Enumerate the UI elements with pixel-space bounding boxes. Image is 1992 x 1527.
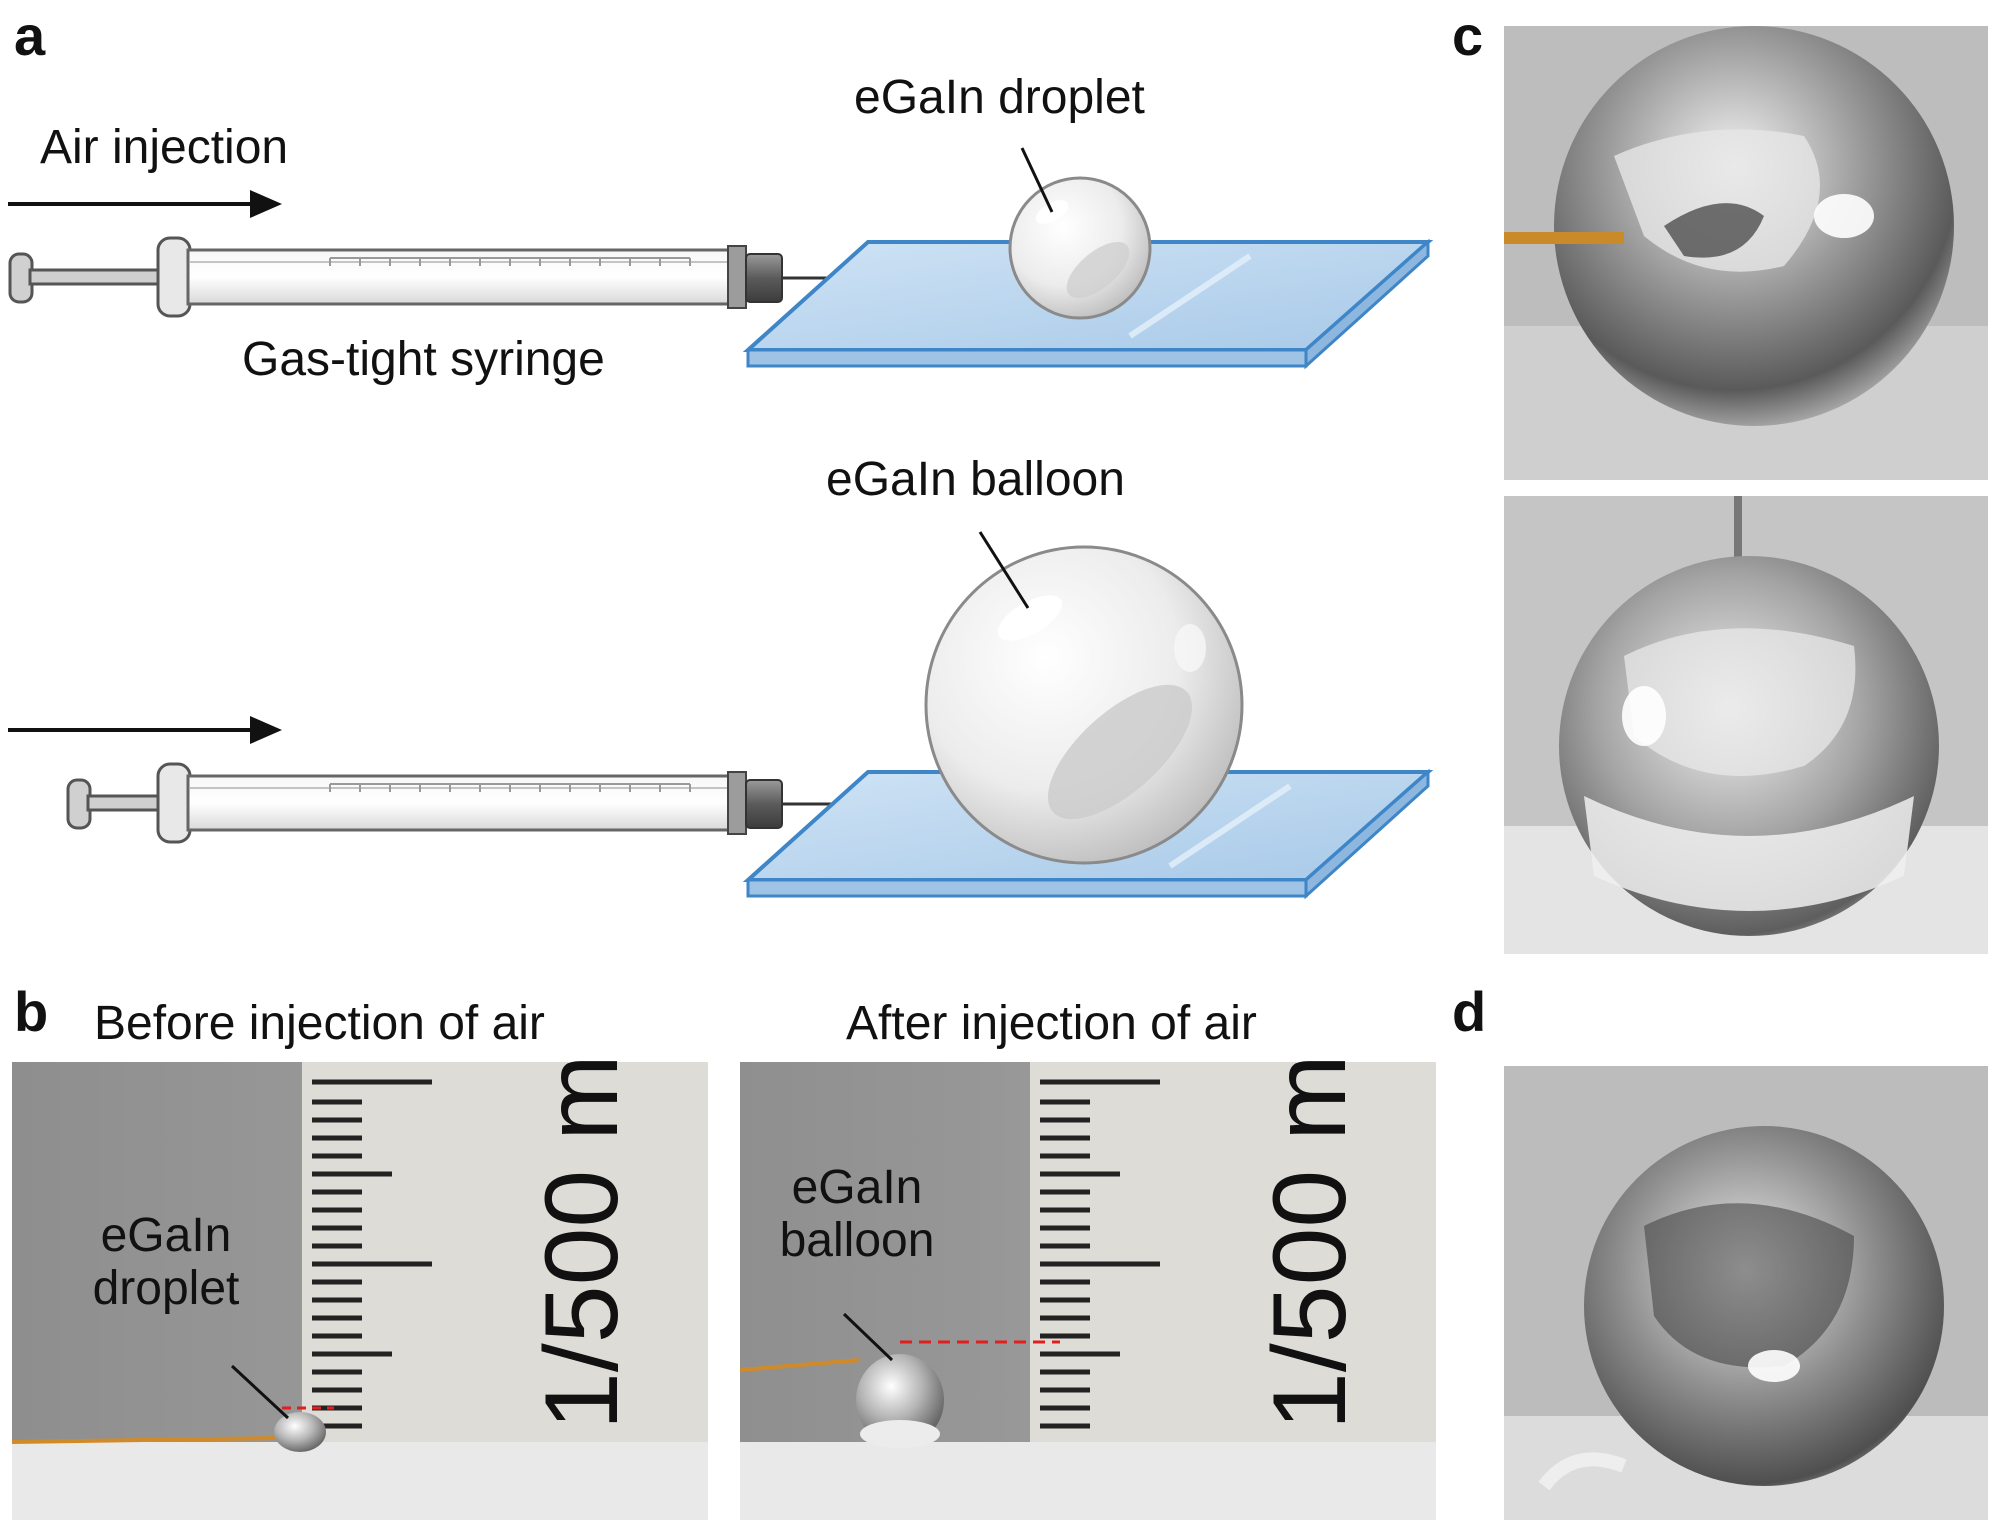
photo-after-injection: [740, 1062, 1436, 1520]
syringe-label: Gas-tight syringe: [242, 333, 605, 386]
droplet-label: eGaIn droplet: [854, 71, 1145, 124]
photo-before-injection: [12, 1062, 708, 1520]
droplet-leader-line: [1020, 147, 1054, 213]
after-balloon-label: eGaIn balloon: [752, 1161, 962, 1268]
before-droplet-label: eGaIn droplet: [66, 1209, 266, 1316]
injection-arrow-top: [8, 190, 282, 218]
egain-droplet-sphere: [1008, 176, 1152, 320]
after-balloon-label-line1: eGaIn: [791, 1161, 923, 1214]
photo-c-top: [1504, 26, 1988, 480]
syringe-top: [8, 236, 1020, 318]
syringe-bottom: [66, 762, 960, 844]
ruler-text-after: 1/500 m: [1252, 1054, 1368, 1430]
air-injection-label: Air injection: [40, 121, 289, 174]
after-injection-title: After injection of air: [846, 997, 1257, 1050]
panel-letter-d: d: [1452, 980, 1487, 1043]
before-droplet-label-line2: droplet: [92, 1261, 240, 1315]
photo-d: [1504, 1066, 1988, 1520]
photo-c-bottom: [1504, 496, 1988, 954]
panel-letter-c: c: [1452, 4, 1484, 67]
balloon-label: eGaIn balloon: [826, 453, 1125, 506]
egain-balloon-sphere: [924, 545, 1244, 865]
before-droplet-label-line1: eGaIn: [100, 1209, 232, 1262]
balloon-leader-line: [978, 531, 1030, 609]
panel-a-illustration: [8, 147, 1434, 900]
panel-letter-b: b: [14, 980, 49, 1043]
before-injection-title: Before injection of air: [94, 997, 545, 1050]
injection-arrow-bottom: [8, 716, 282, 744]
ruler-text-before: 1/500 m: [524, 1054, 640, 1430]
panel-letter-a: a: [14, 4, 46, 67]
after-balloon-label-line2: balloon: [779, 1213, 935, 1267]
